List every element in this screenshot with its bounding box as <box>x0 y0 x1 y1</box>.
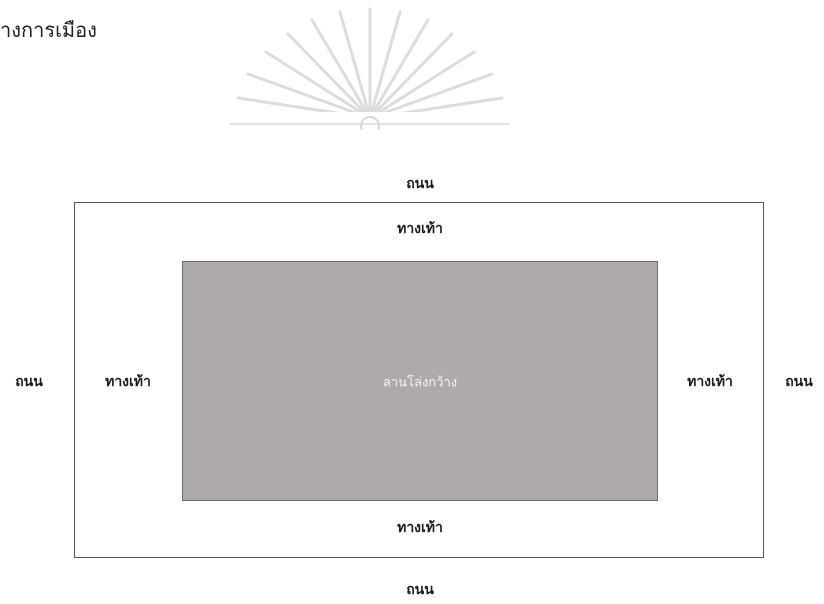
sidewalk-label-bottom: ทางเท้า <box>397 520 443 536</box>
plaza-label: ลานโล่งกว้าง <box>382 375 458 391</box>
sidewalk-area-boundary <box>74 202 764 558</box>
road-label-bottom: ถนน <box>406 582 434 598</box>
sidewalk-label-left: ทางเท้า <box>105 374 151 390</box>
sidewalk-label-right: ทางเท้า <box>687 374 733 390</box>
header-text-fragment: างการเมือง <box>0 18 97 42</box>
open-plaza-area <box>182 261 658 501</box>
road-label-right: ถนน <box>785 374 813 390</box>
sidewalk-label-top: ทางเท้า <box>397 221 443 237</box>
road-label-left: ถนน <box>15 374 43 390</box>
road-label-top: ถนน <box>406 176 434 192</box>
university-emblem-watermark <box>220 7 520 130</box>
